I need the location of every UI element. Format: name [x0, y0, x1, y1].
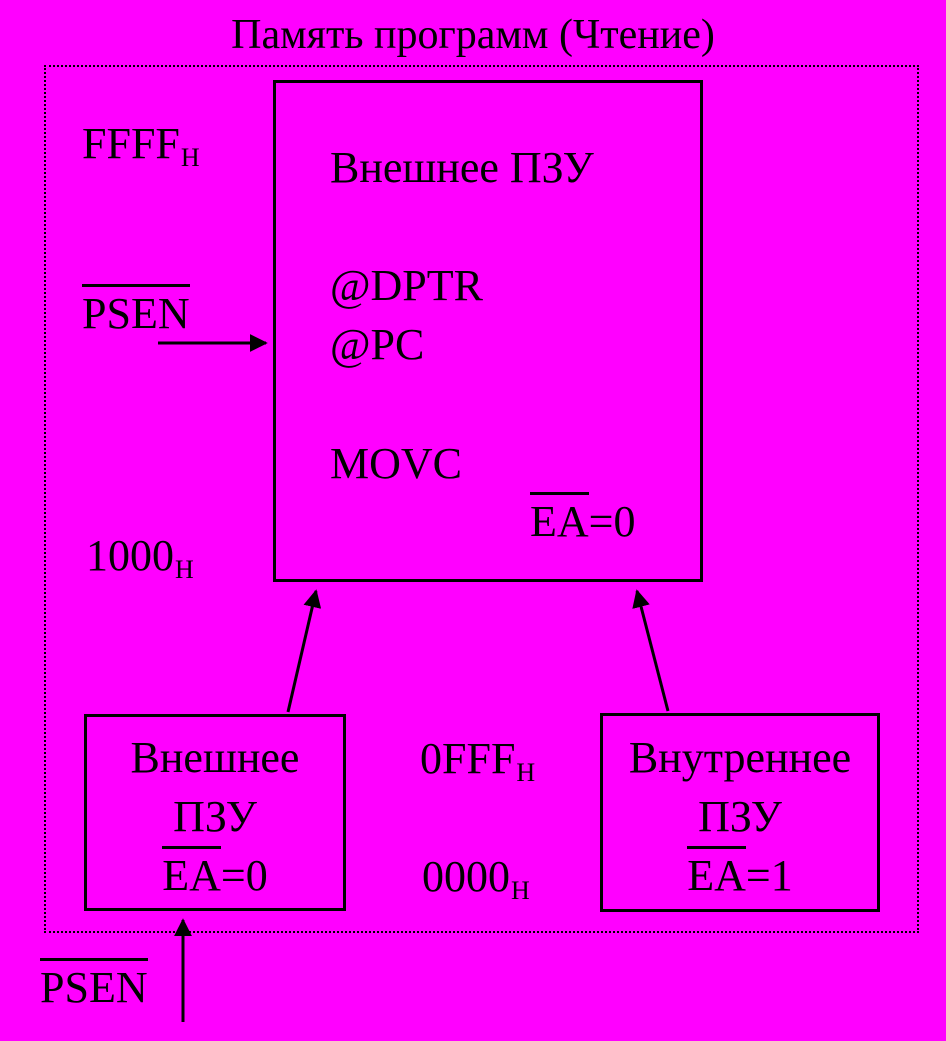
internal-to-upper-arrow: [632, 589, 670, 712]
address-0fff-value: 0FFF: [420, 734, 516, 783]
internal-rom-ea: EA=1: [600, 846, 880, 905]
internal-rom-text: Внутреннее ПЗУ EA=1: [600, 728, 880, 905]
psen-signal-bottom-label: PSEN: [40, 958, 148, 1012]
address-0fff-suffix: H: [516, 758, 536, 787]
movc-instruction: MOVC: [330, 439, 463, 488]
address-0000: 0000H: [422, 855, 530, 904]
psen-signal-bottom: PSEN: [40, 958, 148, 1012]
upper-ea-label: EA: [530, 492, 589, 546]
addressing-dptr: @DPTR: [330, 261, 483, 310]
internal-rom-line1: Внутреннее: [628, 733, 852, 782]
lower-right-ea-label: EA: [687, 846, 746, 900]
diagram-title: Память программ (Чтение): [231, 12, 715, 58]
lower-left-ea-value: =0: [220, 851, 268, 900]
address-0000-suffix: H: [511, 876, 530, 905]
address-ffff: FFFFH: [82, 122, 200, 171]
external-rom-lower-line1: Внешнее: [130, 733, 300, 782]
address-1000: 1000H: [86, 534, 194, 583]
external-rom-lower-text: Внешнее ПЗУ EA=0: [84, 728, 346, 905]
address-1000-value: 1000: [86, 531, 174, 580]
external-rom-upper-title: Внешнее ПЗУ: [330, 143, 594, 192]
external-rom-upper-block: [273, 80, 703, 582]
address-ffff-suffix: H: [180, 143, 200, 172]
address-0fff: 0FFFH: [420, 737, 535, 786]
memory-space-frame: [44, 65, 919, 933]
upper-ea-condition: EA=0: [530, 492, 636, 546]
lower-right-ea-value: =1: [745, 851, 793, 900]
address-1000-suffix: H: [175, 555, 194, 584]
external-rom-lower-line2: ПЗУ: [173, 792, 257, 841]
internal-rom-block: [600, 713, 880, 912]
psen-signal-top: PSEN: [82, 284, 190, 338]
external-rom-lower-block: [84, 714, 346, 911]
external-to-upper-arrow: [286, 589, 322, 713]
lower-left-ea-label: EA: [162, 846, 221, 900]
psen-signal-top-label: PSEN: [82, 284, 190, 338]
external-rom-lower-ea: EA=0: [84, 846, 346, 905]
address-0000-value: 0000: [422, 852, 510, 901]
internal-rom-line2: ПЗУ: [698, 792, 782, 841]
addressing-pc: @PC: [330, 320, 425, 369]
upper-ea-value: =0: [588, 497, 636, 546]
address-ffff-value: FFFF: [82, 119, 180, 168]
